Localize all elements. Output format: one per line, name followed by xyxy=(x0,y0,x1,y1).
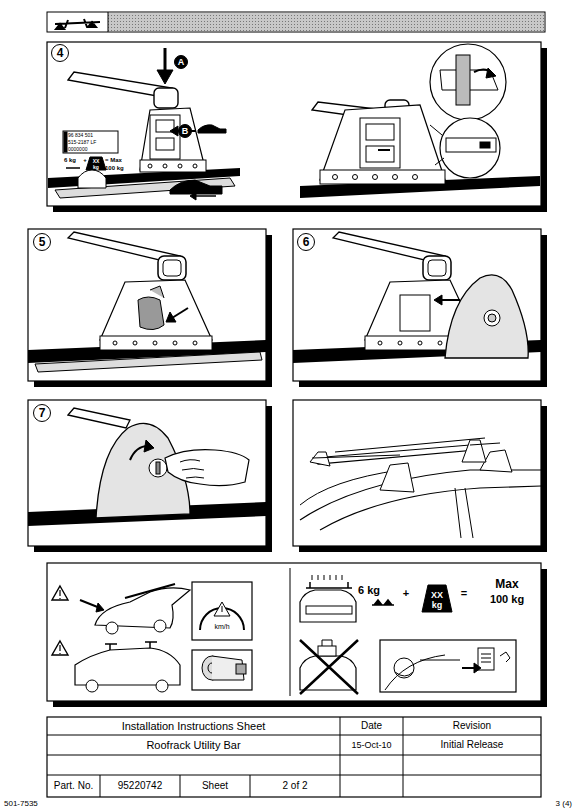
part-code: 515-2187 LF xyxy=(68,139,118,145)
callout-letter: A xyxy=(174,55,188,69)
table-cell: 95220742 xyxy=(100,775,180,797)
weight-text: 6 kg xyxy=(358,583,394,597)
weight-text: XX xyxy=(422,590,452,600)
callout-text: B xyxy=(182,127,189,136)
table-cell: 2 of 2 xyxy=(250,775,340,797)
callout-text: 5 xyxy=(39,236,46,248)
table-cell: 15-Oct-10 xyxy=(340,735,403,755)
table-cell: Part. No. xyxy=(47,775,100,797)
table-cell: Installation Instructions Sheet xyxy=(47,717,340,735)
callout-letter: B xyxy=(178,124,192,138)
operator: + xyxy=(82,156,88,164)
step-number: 7 xyxy=(33,404,51,422)
operator: + xyxy=(398,586,414,600)
part-code: 0000000 xyxy=(68,146,118,152)
table-cell: Initial Release xyxy=(403,735,541,755)
table-cell: Sheet xyxy=(180,775,250,797)
footer-code: 501-7535 xyxy=(4,799,64,809)
operator: = xyxy=(456,586,472,600)
table-cell: Revision xyxy=(403,717,541,735)
weight-text: = Max xyxy=(105,156,125,164)
weight-text: XX xyxy=(88,158,104,164)
step-number: 6 xyxy=(297,233,315,251)
table-cell: Date xyxy=(340,717,403,735)
callout-text: 7 xyxy=(39,407,46,419)
part-code: 96 834 501 xyxy=(68,132,118,138)
table-cell: Roofrack Utility Bar xyxy=(47,735,340,755)
weight-text: 100 kg xyxy=(478,592,536,606)
callout-text: 4 xyxy=(57,47,64,59)
weight-text: 6 kg xyxy=(64,156,86,164)
callout-text: 6 xyxy=(303,236,310,248)
speed-unit: km/h xyxy=(204,622,240,630)
weight-text: kg xyxy=(422,600,452,610)
weight-text: 100 kg xyxy=(105,164,127,172)
page-number: 3 (4) xyxy=(520,799,572,809)
step-number: 5 xyxy=(33,233,51,251)
callout-text: A xyxy=(178,58,185,67)
weight-text: Max xyxy=(484,577,530,591)
step-number: 4 xyxy=(51,44,69,62)
weight-text: kg xyxy=(88,164,104,170)
